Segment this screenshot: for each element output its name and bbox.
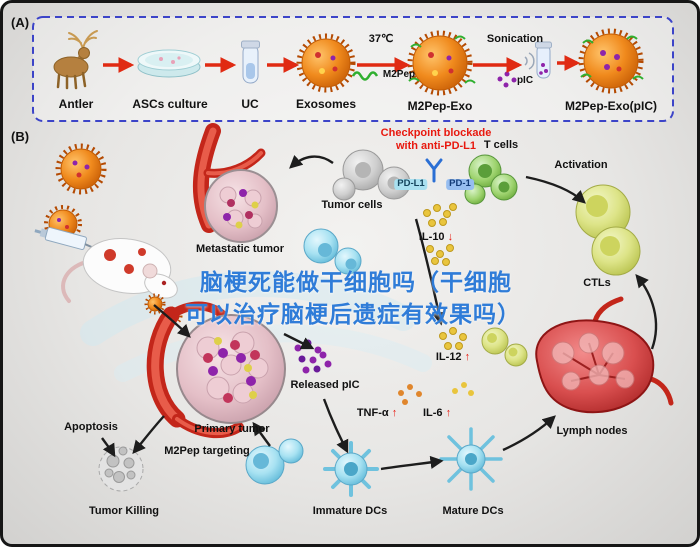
- il6-text: IL-6: [422, 407, 443, 419]
- watermark-line2: 可以治疗脑梗后遗症有效果吗）: [185, 301, 521, 327]
- panel-b-label: (B): [11, 129, 30, 144]
- pd-l1-label: PD-L1: [394, 178, 428, 190]
- mature-dc-icon: [439, 427, 503, 491]
- checkpoint-blockade-label-line1: Checkpoint blockade: [380, 127, 492, 139]
- m2pep-squiggle-icon: [351, 71, 379, 81]
- panel-a-arrows: [103, 55, 581, 73]
- step-label-uc: UC: [241, 97, 259, 111]
- panel-b-arrows: [101, 154, 658, 471]
- m2pep-target-cells-icon: [245, 438, 304, 485]
- tumor-cells-icon: [332, 149, 411, 201]
- tumor-killing-label: Tumor Killing: [88, 505, 160, 517]
- checkpoint-blockade-label-line2: with anti-PD-L1: [395, 140, 477, 152]
- mature-dcs-label: Mature DCs: [442, 505, 504, 517]
- il10-label: IL-10 ↓: [419, 231, 453, 244]
- lymph-nodes-label: Lymph nodes: [556, 425, 628, 437]
- t-cells-label: T cells: [483, 139, 519, 151]
- released-pic-label: Released pIC: [290, 379, 360, 391]
- watermark-line1: 脑梗死能做干细胞吗（干细胞: [200, 269, 512, 295]
- il12-cytokine-dots-icon: [439, 327, 467, 350]
- t-cells-icon: [464, 154, 518, 205]
- sonication-tube-icon: [524, 41, 552, 79]
- immature-dcs-label: Immature DCs: [312, 505, 388, 517]
- pd-1-label: PD-1: [446, 178, 474, 190]
- panel-a-label: (A): [11, 15, 30, 30]
- m2pep-exo-icon: [407, 30, 476, 96]
- metastatic-tumor-icon: [204, 169, 278, 243]
- il10-text: IL-10: [418, 231, 445, 243]
- m2pep-exo-pic-icon: [578, 28, 644, 94]
- anti-pd-l1-antibody-icon: [425, 158, 443, 183]
- step-label-exosomes: Exosomes: [295, 97, 357, 111]
- il12-label: IL-12 ↑: [436, 351, 470, 364]
- metastatic-tumor-label: Metastatic tumor: [195, 243, 285, 255]
- tnf-up-arrow: ↑: [391, 407, 398, 419]
- il12-up-arrow: ↑: [464, 351, 471, 363]
- temp-annotation: 37℃: [368, 33, 394, 45]
- centrifuge-tube-icon: [241, 40, 260, 84]
- tnf-label: TNF-α ↑: [357, 407, 397, 420]
- step-label-antler: Antler: [58, 97, 94, 111]
- tumor-cells-label: Tumor cells: [321, 199, 383, 211]
- il12-text: IL-12: [435, 351, 462, 363]
- petri-dish-icon: [137, 49, 201, 78]
- m2pep-annotation: M2Pep: [382, 69, 416, 80]
- step-label-ascs-culture: ASCs culture: [132, 97, 208, 111]
- macrophage-cells-icon: [303, 228, 362, 275]
- apoptosis-label: Apoptosis: [64, 421, 118, 433]
- apoptotic-cell-icon: [98, 446, 144, 492]
- pic-annotation: pIC: [516, 75, 534, 86]
- deer-icon: [53, 30, 98, 90]
- activation-label: Activation: [554, 159, 608, 171]
- il10-cytokine-dots-icon: [423, 203, 457, 266]
- tnf-il6-dots-icon: [398, 382, 474, 405]
- immature-dc-icon: [323, 441, 379, 497]
- primary-tumor-vessels-icon: [146, 301, 244, 439]
- tnf-text: TNF-α: [356, 407, 389, 419]
- pic-dots-icon: [497, 71, 517, 88]
- step-label-m2pep-exo: M2Pep-Exo: [407, 99, 473, 113]
- primary-tumor-label: Primary tumor: [194, 423, 270, 435]
- m2pep-targeting-label: M2Pep targeting: [164, 445, 250, 457]
- primary-tumor-icon: [176, 314, 286, 424]
- lymph-node-icon: [535, 296, 674, 414]
- injected-exosomes-icon: [44, 143, 107, 243]
- sonication-annotation: Sonication: [486, 33, 544, 45]
- step-label-m2pep-exo-pic: M2Pep-Exo(pIC): [564, 99, 658, 113]
- mouse-icon: [61, 238, 178, 303]
- il10-down-arrow: ↓: [447, 231, 454, 243]
- ctls-label: CTLs: [583, 277, 611, 289]
- il6-label: IL-6 ↑: [423, 407, 451, 420]
- activated-t-cells-icon: [481, 327, 528, 367]
- ctls-icon: [575, 184, 641, 276]
- il6-up-arrow: ↑: [445, 407, 452, 419]
